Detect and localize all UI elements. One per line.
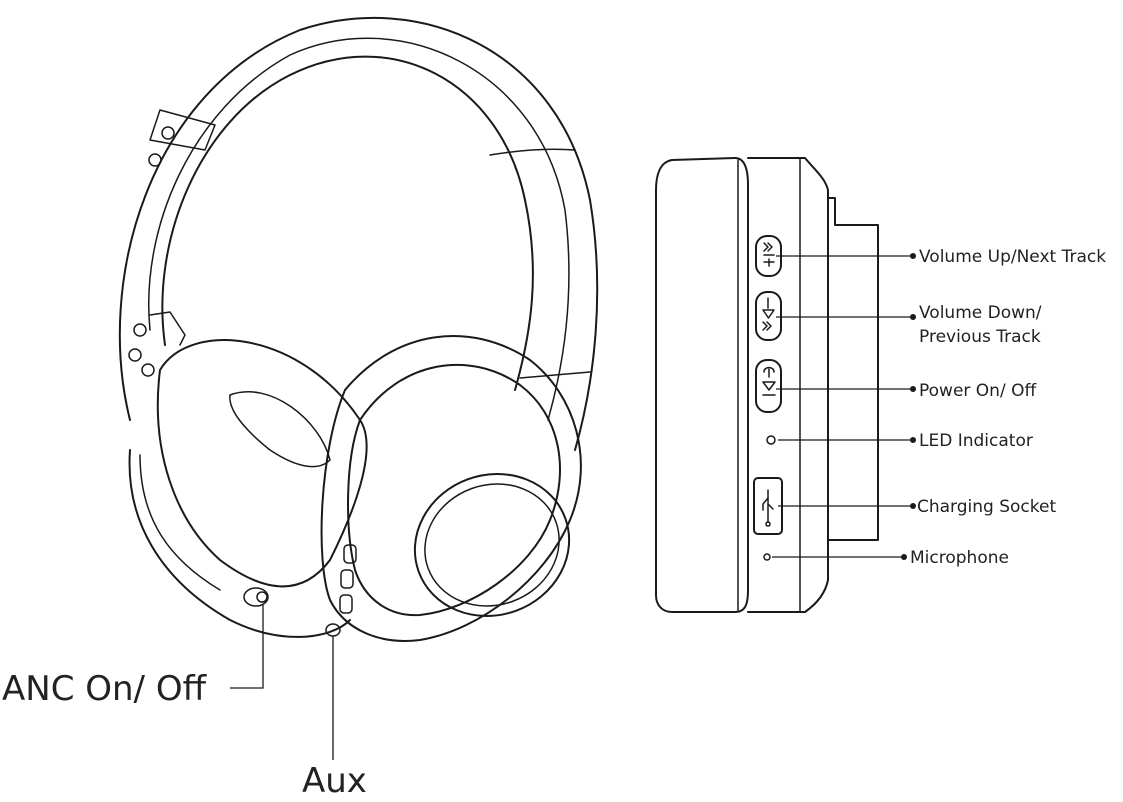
anc-switch[interactable] [243, 587, 269, 607]
anc-label: ANC On/ Off [2, 669, 208, 709]
usb-icon [762, 489, 774, 527]
charging-label: Charging Socket [917, 497, 1056, 517]
microphone-label: Microphone [910, 548, 1009, 568]
led-label: LED Indicator [919, 431, 1033, 451]
led-indicator [766, 435, 776, 445]
volume-up-button[interactable] [755, 235, 782, 277]
previous-track-minus-icon [762, 297, 775, 331]
headband-outer [118, 16, 599, 451]
left-earcup-cushion [156, 339, 368, 588]
power-button[interactable] [755, 359, 782, 413]
charging-socket[interactable] [753, 477, 783, 535]
volume-up-label: Volume Up/Next Track [919, 247, 1106, 267]
next-track-plus-icon [763, 242, 775, 267]
slider-holes [128, 109, 216, 377]
power-play-icon [762, 366, 776, 396]
headband-inner [161, 55, 534, 391]
volume-down-label-line1: Volume Down/ [919, 303, 1042, 323]
headphones-illustration [118, 16, 599, 642]
volume-down-label-line2: Previous Track [919, 327, 1041, 347]
power-label: Power On/ Off [919, 381, 1037, 401]
side-view-earcup [655, 157, 879, 613]
right-earcup-shell [320, 335, 582, 642]
side-leaders [772, 253, 916, 560]
volume-down-button[interactable] [755, 291, 782, 341]
side-cushion [655, 157, 736, 613]
aux-label: Aux [302, 761, 367, 801]
right-earcup-plate [413, 473, 571, 617]
microphone-hole [763, 553, 771, 561]
right-earcup-cushion [347, 363, 561, 617]
anc-leader [230, 605, 264, 689]
left-earcup-shell [128, 449, 351, 638]
side-shell [747, 157, 829, 613]
